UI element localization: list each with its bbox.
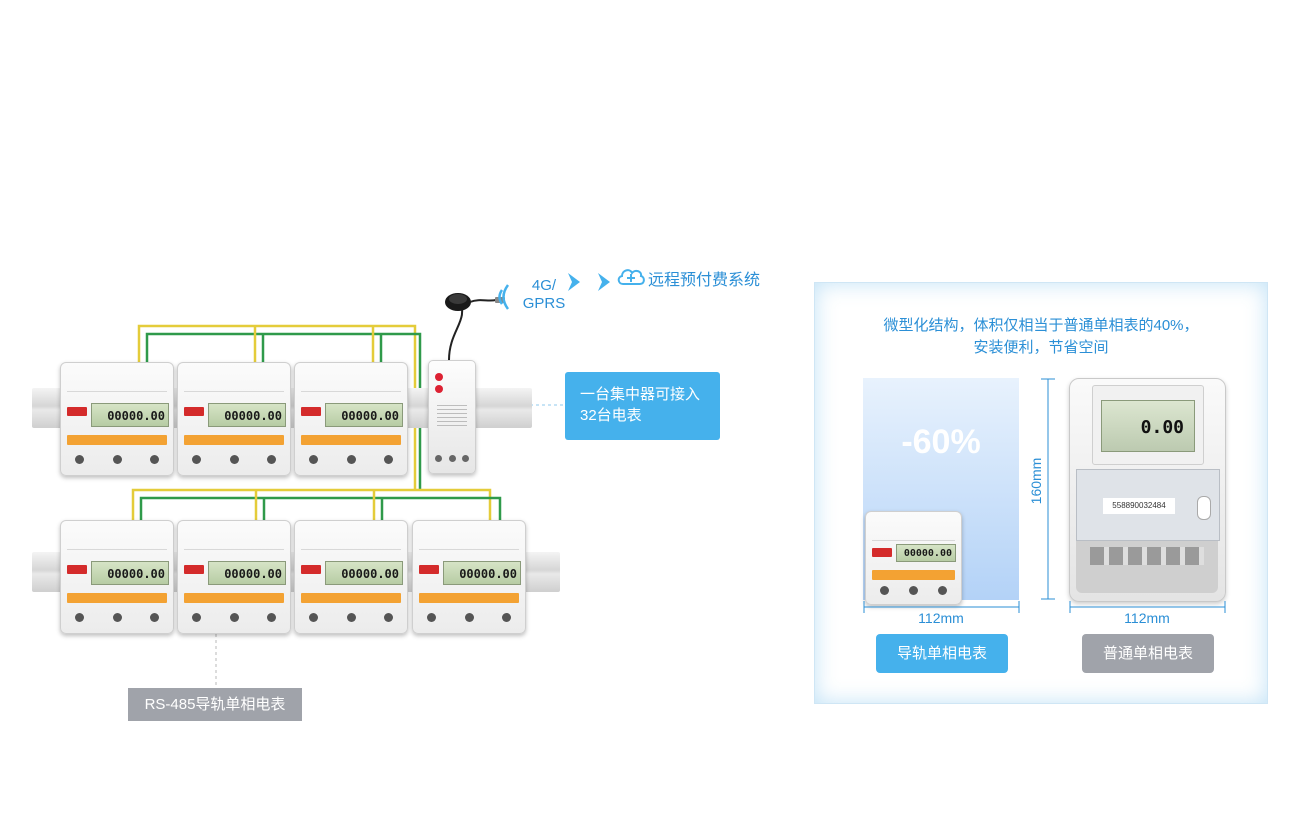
meter-reading: 00000.00 <box>325 403 403 427</box>
height-label: 160mm <box>1028 457 1044 505</box>
headline-line2: 安装便利，节省空间 <box>973 339 1109 356</box>
rail-meter: 00000.00 <box>294 362 408 476</box>
normal-meter-width: 112mm <box>1124 610 1170 626</box>
comparison-headline: 微型化结构，体积仅相当于普通单相表的40%， 安装便利，节省空间 <box>815 315 1267 359</box>
rail-meter: 00000.00 <box>294 520 408 634</box>
arrow-icon <box>568 273 580 291</box>
signal-waves-icon <box>498 284 510 310</box>
meter-reading: 00000.00 <box>325 561 403 585</box>
rail-meter: 00000.00 <box>60 362 174 476</box>
comparison-panel: 微型化结构，体积仅相当于普通单相表的40%， 安装便利，节省空间 -60% 00… <box>814 282 1268 704</box>
rail-meter-sample: 00000.00 <box>865 511 962 605</box>
meter-reading: 00000.00 <box>208 403 286 427</box>
concentrator <box>428 360 476 474</box>
rail-meter-width: 112mm <box>918 610 964 626</box>
width-dimension-left <box>863 601 1020 613</box>
rail-meter-button[interactable]: 导轨单相电表 <box>876 634 1008 673</box>
normal-meter-reading: 0.00 <box>1140 417 1184 438</box>
reduction-label: -60% <box>901 423 981 461</box>
link-label-line2: GPRS <box>522 295 566 312</box>
arrow-icon <box>598 273 610 291</box>
concentrator-callout-line1: 一台集中器可接入 <box>580 386 701 403</box>
rail-meter: 00000.00 <box>177 520 291 634</box>
normal-meter: 0.00 558890032484 <box>1069 378 1226 602</box>
cloud-icon <box>617 269 645 285</box>
width-dimension-right <box>1069 601 1226 613</box>
wiring-diagram: 00000.00 00000.00 00000.00 00000.00 0000… <box>32 269 761 721</box>
headline-line1: 微型化结构，体积仅相当于普通单相表的40%， <box>883 317 1199 334</box>
meter-reading: 00000.00 <box>443 561 521 585</box>
concentrator-callout-line2: 32台电表 <box>580 407 642 424</box>
rail-meter: 00000.00 <box>412 520 526 634</box>
concentrator-callout: 一台集中器可接入 32台电表 <box>565 372 720 440</box>
meter-reading: 00000.00 <box>896 544 956 562</box>
rail-meter: 00000.00 <box>60 520 174 634</box>
normal-meter-button[interactable]: 普通单相电表 <box>1082 634 1214 673</box>
antenna-icon <box>445 293 505 311</box>
meter-reading: 00000.00 <box>208 561 286 585</box>
height-dimension <box>1041 378 1055 600</box>
meter-reading: 00000.00 <box>91 403 169 427</box>
meter-reading: 00000.00 <box>91 561 169 585</box>
link-label: 4G/ GPRS <box>519 277 569 313</box>
normal-meter-serial: 558890032484 <box>1103 498 1175 514</box>
normal-meter-lcd: 0.00 <box>1101 400 1195 452</box>
rail-meter: 00000.00 <box>177 362 291 476</box>
rs485-label: RS-485导轨单相电表 <box>128 688 302 721</box>
link-label-line1: 4G/ <box>531 277 557 294</box>
system-label: 远程预付费系统 <box>648 272 761 289</box>
